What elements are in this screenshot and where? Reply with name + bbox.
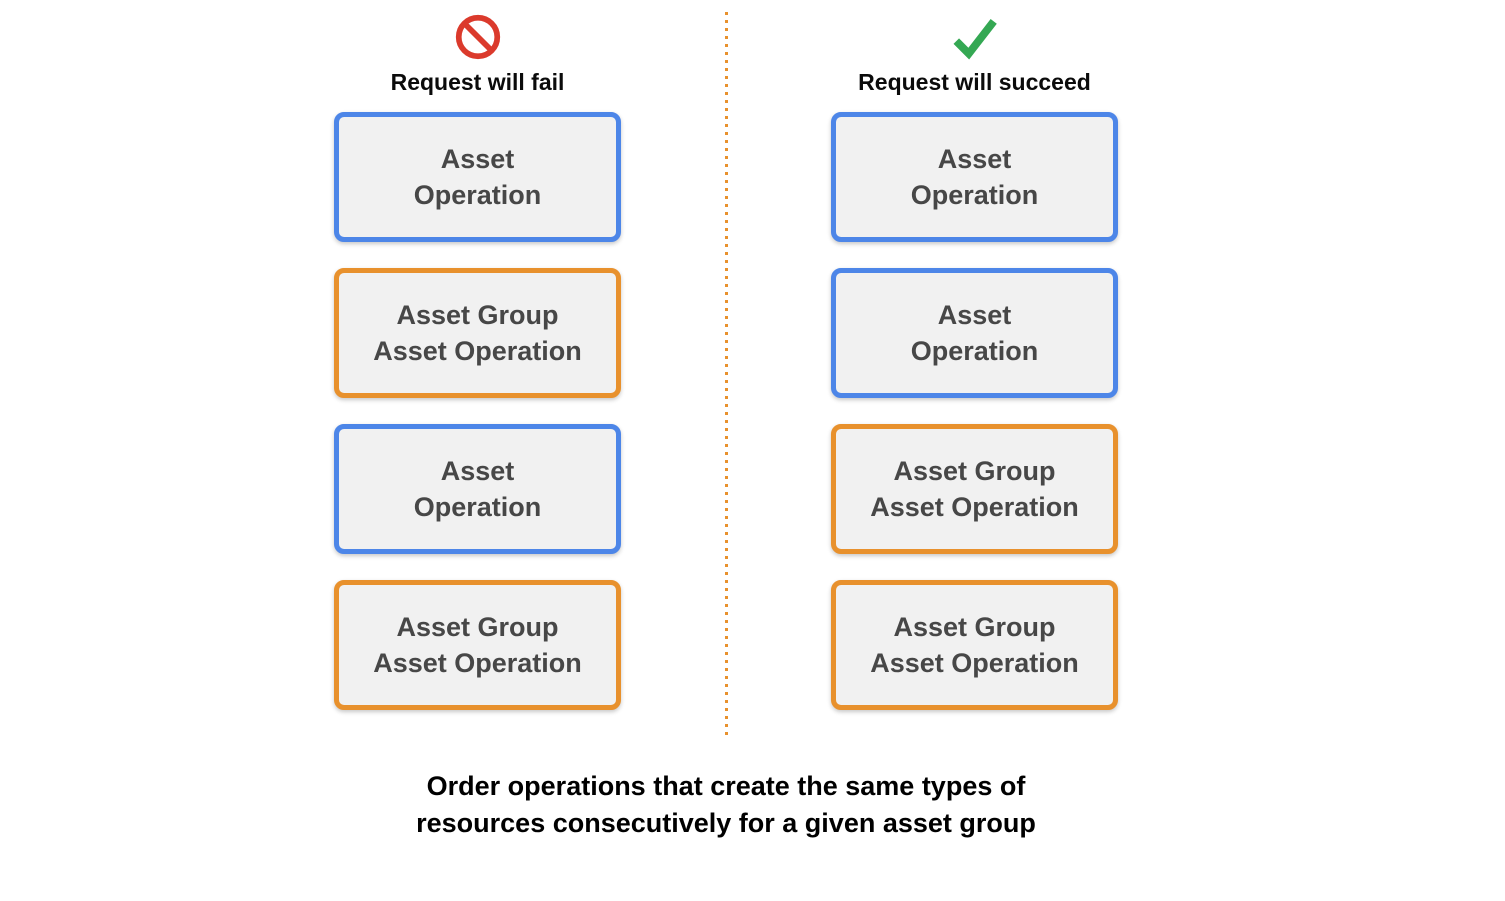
fail-column: Request will fail Asset Operation Asset … — [333, 12, 622, 710]
succeed-column-title: Request will succeed — [858, 69, 1091, 95]
checkmark-icon — [949, 12, 1001, 62]
fail-box-stack: Asset Operation Asset Group Asset Operat… — [334, 112, 621, 710]
prohibition-icon — [452, 12, 504, 62]
asset-group-asset-operation-box: Asset Group Asset Operation — [334, 580, 621, 710]
box-label: Asset Group Asset Operation — [373, 612, 582, 678]
asset-operation-box: Asset Operation — [831, 112, 1118, 242]
succeed-column: Request will succeed Asset Operation Ass… — [830, 12, 1119, 710]
box-label: Asset Operation — [910, 300, 1039, 366]
box-label: Asset Operation — [413, 456, 542, 522]
diagram-caption: Order operations that create the same ty… — [416, 771, 1036, 838]
fail-column-title: Request will fail — [390, 69, 565, 95]
box-label: Asset Group Asset Operation — [870, 456, 1079, 522]
box-label: Asset Group Asset Operation — [373, 300, 582, 366]
succeed-box-stack: Asset Operation Asset Operation Asset Gr… — [831, 112, 1118, 710]
asset-operation-box: Asset Operation — [831, 268, 1118, 398]
dotted-divider — [725, 12, 728, 738]
box-label: Asset Operation — [413, 144, 542, 210]
asset-group-asset-operation-box: Asset Group Asset Operation — [831, 424, 1118, 554]
box-label: Asset Group Asset Operation — [870, 612, 1079, 678]
asset-group-asset-operation-box: Asset Group Asset Operation — [831, 580, 1118, 710]
asset-operation-box: Asset Operation — [334, 112, 621, 242]
asset-operation-box: Asset Operation — [334, 424, 621, 554]
asset-group-asset-operation-box: Asset Group Asset Operation — [334, 268, 621, 398]
box-label: Asset Operation — [910, 144, 1039, 210]
